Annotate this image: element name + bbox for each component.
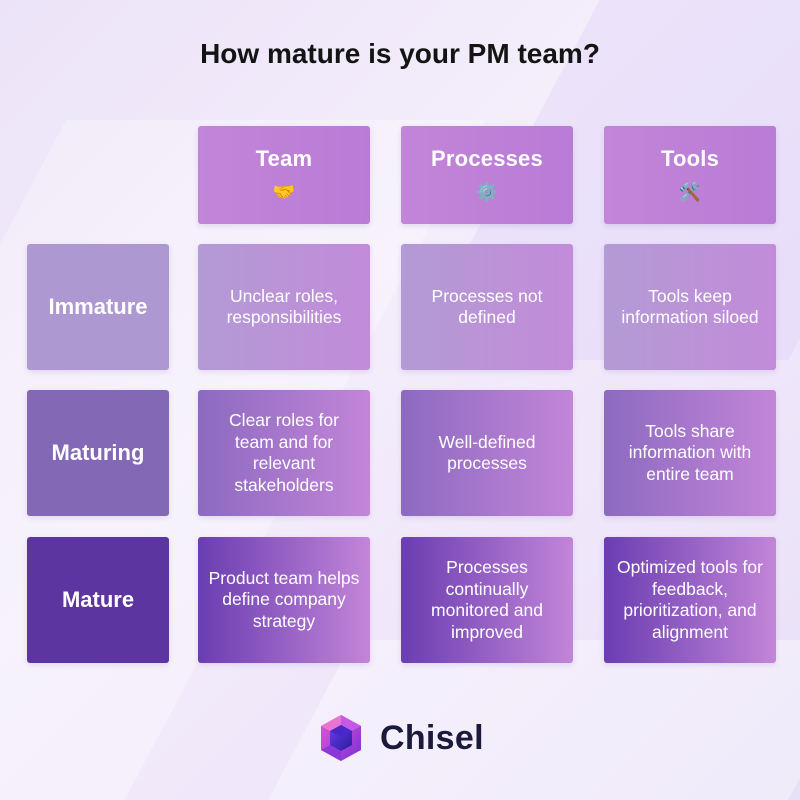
matrix-cell: Product team helps define company strate…	[198, 537, 370, 663]
column-header-label: Tools	[660, 146, 720, 171]
matrix-cell: Optimized tools for feedback, prioritiza…	[604, 537, 776, 663]
chisel-gem-logo-icon	[321, 715, 361, 761]
handshake-icon: 🤝	[272, 182, 296, 202]
matrix-cell: Clear roles for team and for relevant st…	[198, 390, 370, 516]
chisel-logo: Chisel	[316, 713, 484, 763]
cell-text: Unclear roles, responsibilities	[226, 285, 342, 328]
row-header-maturing: Maturing	[27, 390, 169, 516]
cell-text: Tools share information with entire team	[628, 420, 752, 484]
page-title: How mature is your PM team?	[200, 38, 600, 69]
column-header-team: Team 🤝	[198, 126, 370, 224]
matrix-cell: Processes continually monitored and impr…	[401, 537, 573, 663]
cell-text: Clear roles for team and for relevant st…	[229, 410, 339, 495]
cell-text: Processes continually monitored and impr…	[431, 557, 543, 642]
hammer-and-wrench-icon: 🛠️	[678, 182, 702, 202]
matrix-cell: Well-defined processes	[401, 390, 573, 516]
matrix-cell: Unclear roles, responsibilities	[198, 244, 370, 370]
row-header-label: Maturing	[51, 440, 145, 465]
matrix-cell: Tools keep information siloed	[604, 244, 776, 370]
row-header-label: Immature	[48, 294, 148, 319]
cell-text: Well-defined processes	[438, 431, 536, 474]
column-header-processes: Processes ⚙️	[401, 126, 573, 224]
cell-text: Product team helps define company strate…	[208, 567, 360, 631]
matrix-cell: Tools share information with entire team	[604, 390, 776, 516]
column-header-label: Processes	[431, 146, 543, 171]
cell-text: Tools keep information siloed	[621, 285, 759, 328]
column-header-label: Team	[255, 146, 313, 171]
cell-text: Processes not defined	[431, 285, 543, 328]
row-header-label: Mature	[61, 587, 135, 612]
brand-name: Chisel	[380, 718, 484, 757]
cell-text: Optimized tools for feedback, prioritiza…	[617, 557, 763, 642]
row-header-mature: Mature	[27, 537, 169, 663]
column-header-tools: Tools 🛠️	[604, 126, 776, 224]
row-header-immature: Immature	[27, 244, 169, 370]
gear-icon: ⚙️	[475, 182, 499, 202]
matrix-cell: Processes not defined	[401, 244, 573, 370]
